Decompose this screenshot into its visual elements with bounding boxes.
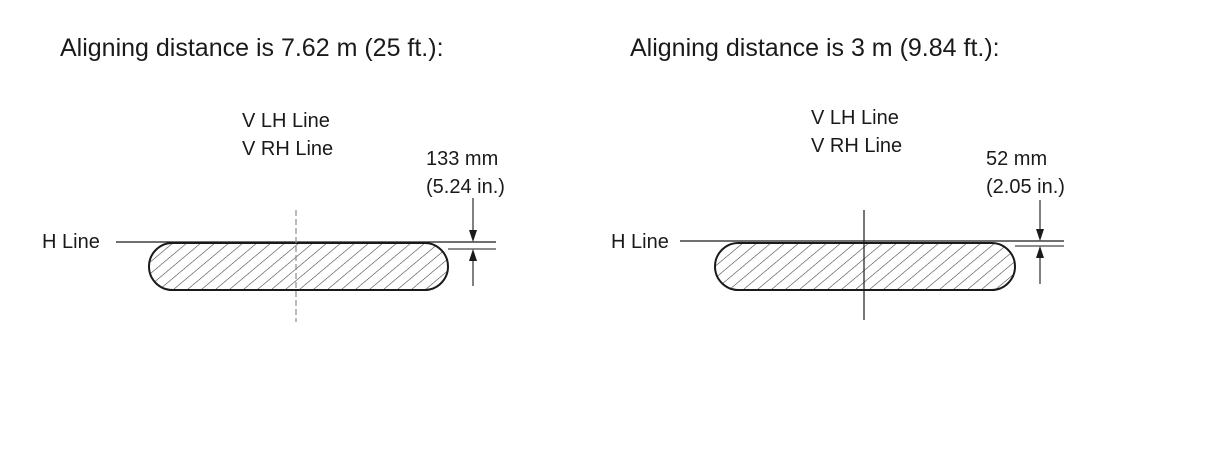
offset-mm-label: 52 mm: [986, 148, 1048, 170]
beam-pattern-shape: [148, 242, 449, 291]
beam-pattern-shape: [714, 242, 1016, 291]
offset-in-label: (2.05 in.): [986, 176, 1065, 198]
dimension-arrow-up: [1036, 246, 1044, 284]
v-lh-line-label: V LH Line: [242, 110, 330, 132]
dimension-arrow-down: [469, 198, 477, 242]
offset-in-label: (5.24 in.): [426, 176, 505, 198]
beam-pattern-diagram: [116, 198, 496, 322]
diagram-9-84ft: Aligning distance is 3 m (9.84 ft.): V L…: [570, 0, 1170, 466]
dimension-arrow-up: [469, 249, 477, 286]
diagram-title: Aligning distance is 3 m (9.84 ft.):: [630, 34, 1000, 62]
h-line-label: H Line: [42, 231, 100, 253]
beam-pattern-diagram: [680, 200, 1064, 320]
diagram-title: Aligning distance is 7.62 m (25 ft.):: [60, 34, 444, 62]
dimension-arrow-down: [1036, 200, 1044, 241]
h-line-label: H Line: [611, 231, 669, 253]
offset-mm-label: 133 mm: [426, 148, 499, 170]
v-rh-line-label: V RH Line: [242, 138, 334, 160]
v-rh-line-label: V RH Line: [811, 135, 903, 157]
v-lh-line-label: V LH Line: [811, 107, 899, 129]
diagram-25ft: Aligning distance is 7.62 m (25 ft.): V …: [0, 0, 600, 466]
